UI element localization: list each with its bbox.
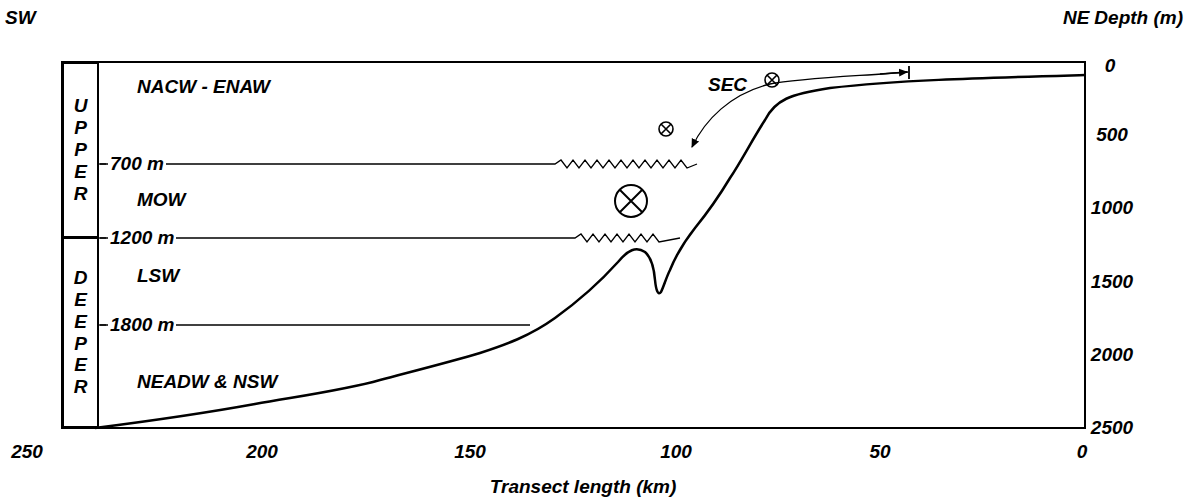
direction-label: NE <box>1063 8 1089 29</box>
depth-tick-label: 1000 <box>1091 198 1133 219</box>
axis-title: Transect length (km) <box>490 477 677 498</box>
distance-tick-label: 200 <box>246 442 278 463</box>
distance-tick-label: 0 <box>1077 442 1088 463</box>
layer-box: DEEPER <box>62 237 99 428</box>
layer-title: UPPER <box>71 95 90 204</box>
direction-label: SW <box>5 8 36 29</box>
water-mass: MOW <box>137 190 186 211</box>
boundary-1200 <box>100 234 680 242</box>
distance-tick-label: 150 <box>454 442 486 463</box>
depth-marker: 1200 m <box>108 228 176 249</box>
current-name: SEC <box>708 75 747 96</box>
depth-tick-label: 500 <box>1096 125 1128 146</box>
flow-symbol <box>615 73 779 217</box>
frame <box>62 62 1085 428</box>
seabed-profile <box>95 75 1085 428</box>
water-mass: NEADW & NSW <box>137 372 277 393</box>
boundary-700 <box>100 160 697 168</box>
distance-tick-label: 250 <box>11 442 43 463</box>
depth-tick-label: 1500 <box>1091 272 1133 293</box>
layer-title: DEEPER <box>71 267 90 398</box>
depth-marker: 700 m <box>108 154 166 175</box>
water-mass: NACW - ENAW <box>137 77 270 98</box>
sec-bar <box>908 66 910 79</box>
water-mass: LSW <box>137 266 179 287</box>
depth-tick-label: 2500 <box>1091 418 1133 439</box>
depth-marker: 1800 m <box>108 315 176 336</box>
distance-tick-label: 100 <box>660 442 692 463</box>
depth-ticks <box>98 164 106 325</box>
layer-box: UPPER <box>62 62 99 238</box>
distance-tick-label: 50 <box>869 442 890 463</box>
depth-tick-label: 2000 <box>1091 345 1133 366</box>
depth-tick-label: 0 <box>1105 56 1116 77</box>
axis-title: Depth (m) <box>1094 8 1183 29</box>
sec-arrow <box>692 72 908 147</box>
sec-arrow-head <box>880 72 907 74</box>
